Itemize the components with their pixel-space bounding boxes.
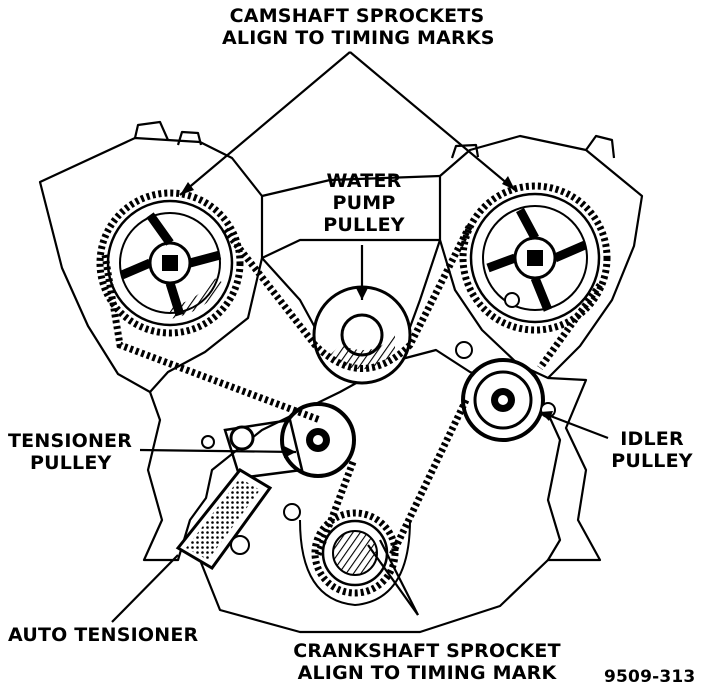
tensioner-label-line1: TENSIONER (8, 430, 133, 452)
idler-label-line1: IDLER (620, 428, 684, 450)
camshaft-label-line1: CAMSHAFT SPROCKETS (229, 5, 485, 27)
water-pump-label: WATER PUMP PULLEY (300, 170, 428, 236)
figure-id: 9509-313 (604, 667, 696, 687)
camshaft-label: CAMSHAFT SPROCKETS ALIGN TO TIMING MARKS (222, 5, 495, 49)
crankshaft-label-line1: CRANKSHAFT SPROCKET (293, 640, 561, 662)
idler-pulley (455, 341, 556, 442)
tensioner-label: TENSIONER PULLEY (8, 430, 132, 474)
leader-lines (111, 51, 609, 623)
water-pump-label-line3: PULLEY (323, 214, 405, 236)
right-cylinder-head (438, 134, 644, 380)
auto-tensioner-label: AUTO TENSIONER (8, 624, 199, 646)
idler-label: IDLER PULLEY (606, 428, 698, 472)
crankshaft-sprocket (299, 509, 411, 607)
left-cylinder-head (38, 136, 264, 394)
camshaft-label-line2: ALIGN TO TIMING MARKS (222, 27, 495, 49)
engine-block (142, 348, 602, 562)
crankshaft-label: CRANKSHAFT SPROCKET ALIGN TO TIMING MARK (282, 640, 572, 684)
tensioner-pulley (201, 402, 356, 480)
water-pump-label-line1: WATER (326, 170, 402, 192)
left-camshaft-sprocket (96, 189, 244, 337)
water-pump-label-line2: PUMP (332, 192, 396, 214)
tensioner-label-line2: PULLEY (30, 452, 112, 474)
idler-label-line2: PULLEY (611, 450, 693, 472)
crankshaft-label-line2: ALIGN TO TIMING MARK (297, 662, 557, 684)
timing-belt (101, 223, 603, 557)
auto-tensioner (175, 468, 301, 570)
right-camshaft-sprocket (459, 182, 611, 334)
